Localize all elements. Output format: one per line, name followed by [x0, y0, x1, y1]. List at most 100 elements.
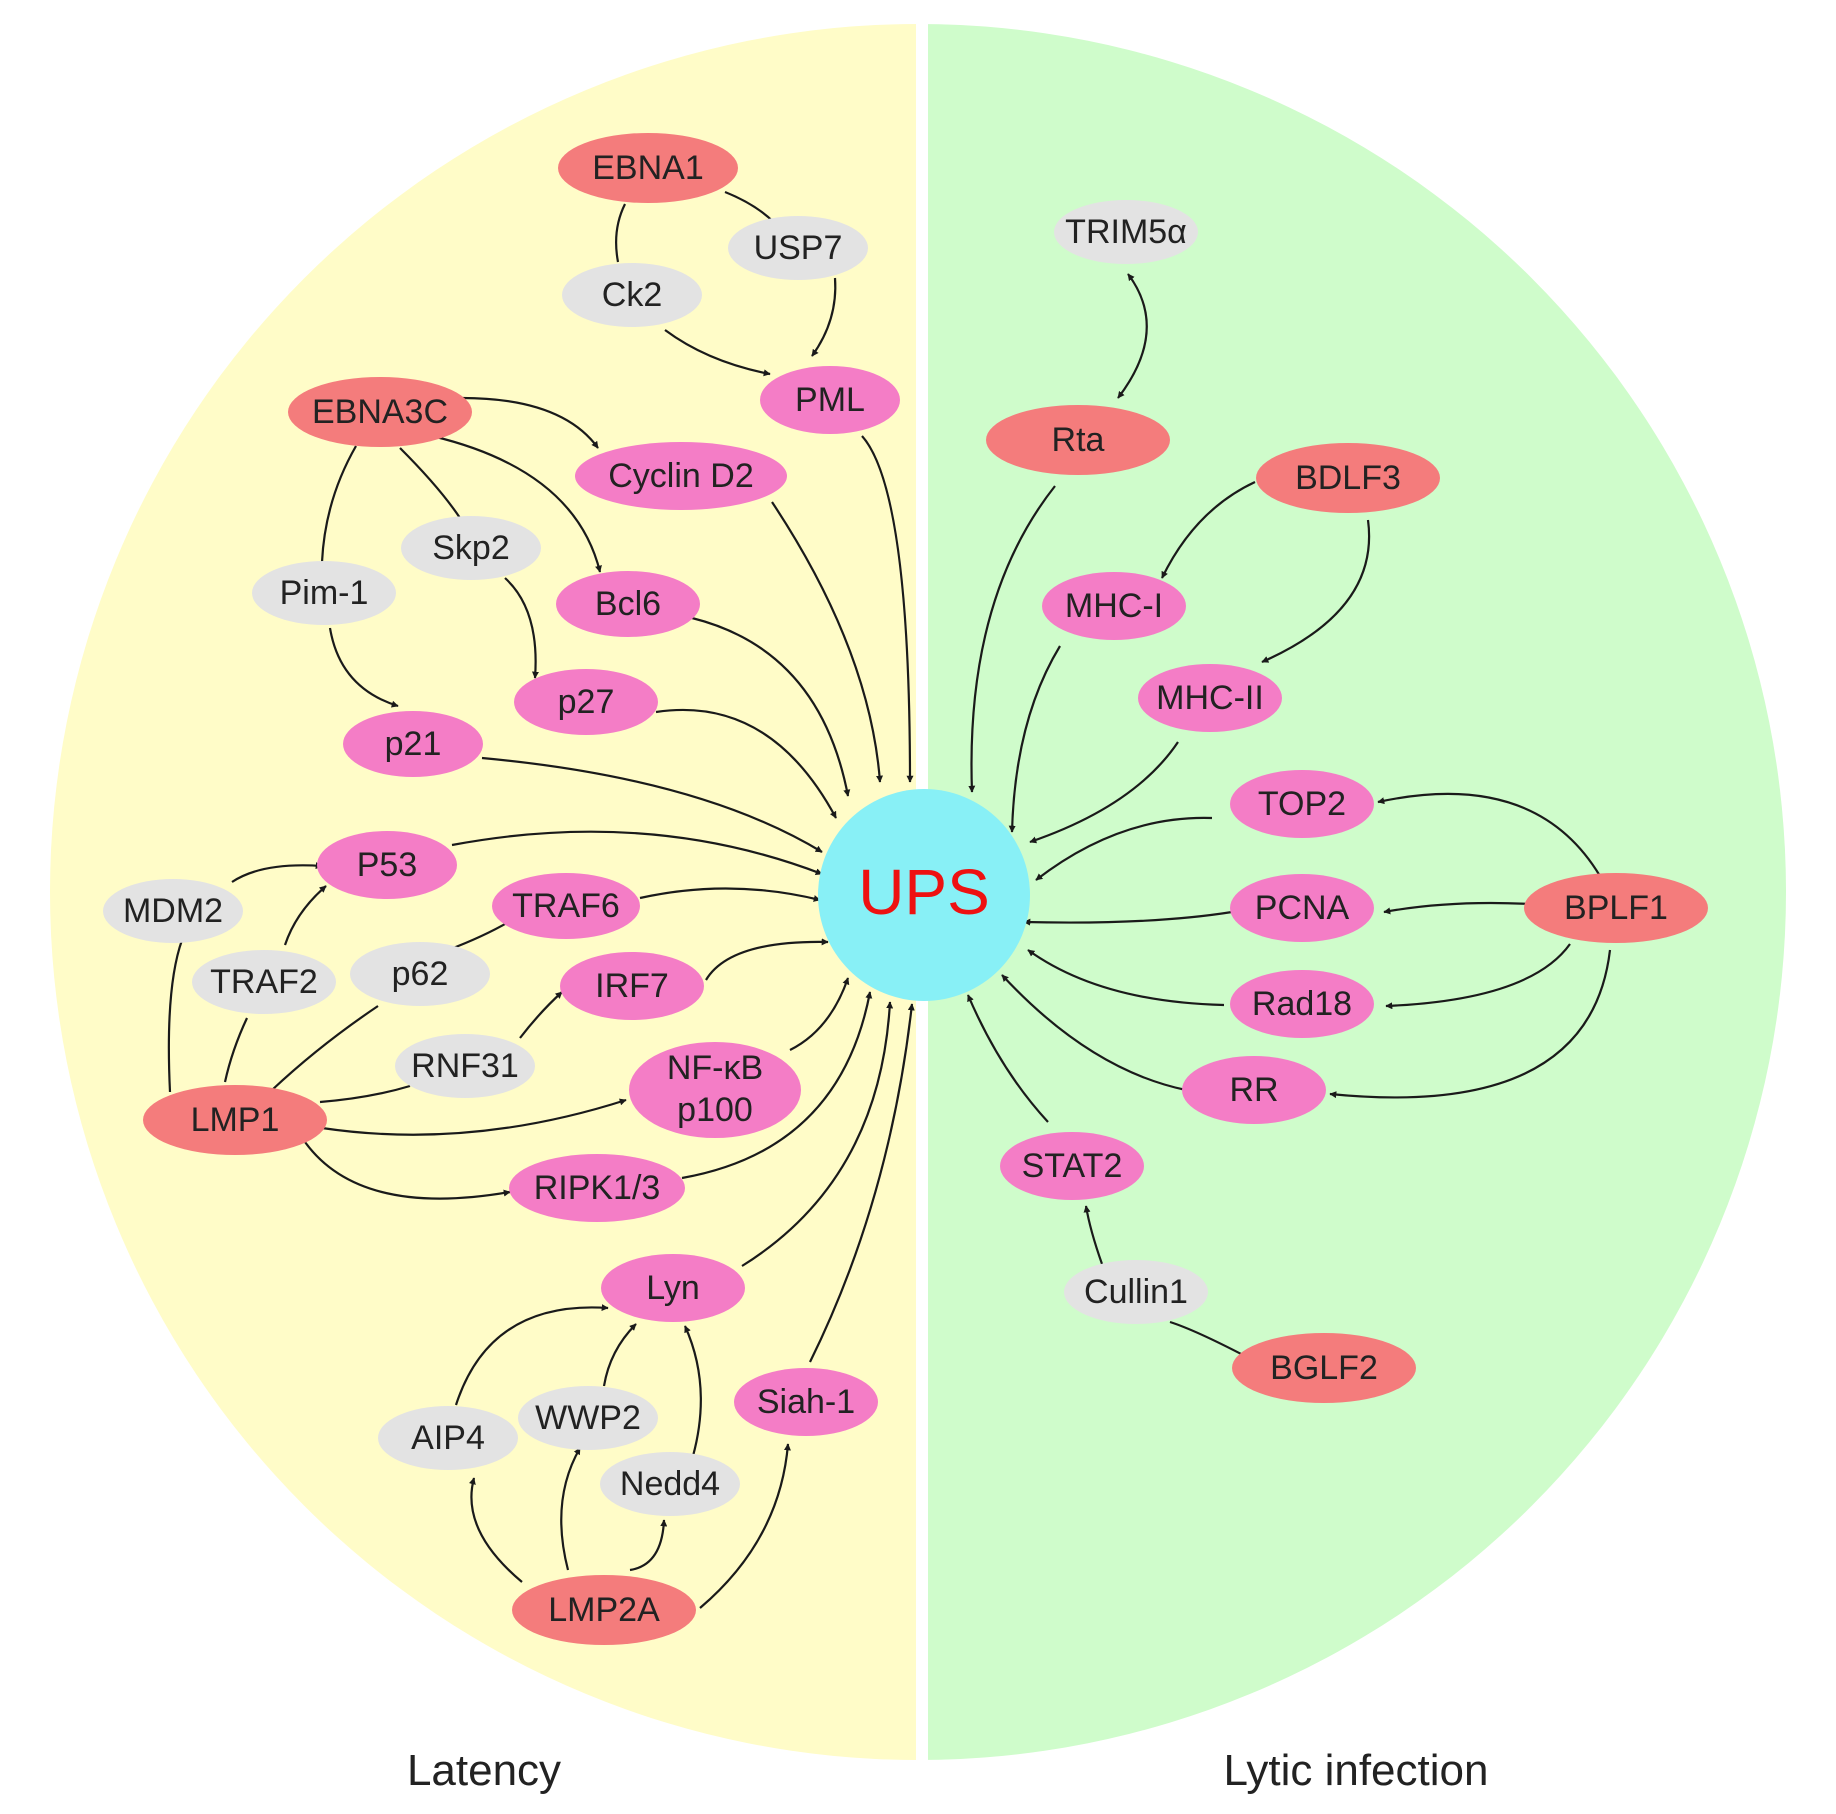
node-label-irf7: IRF7 — [595, 967, 669, 1005]
edge-lmp2a-wwp2 — [560, 1447, 581, 1571]
node-stat2: STAT2 — [1000, 1132, 1144, 1200]
node-ck2-ellipse — [562, 263, 702, 327]
edge-lmp1-p62 — [271, 1005, 379, 1091]
node-rr-ellipse — [1182, 1056, 1326, 1124]
node-nedd4: Nedd4 — [600, 1452, 740, 1516]
ups-circle — [818, 789, 1030, 1001]
node-ebna3c-ellipse — [288, 377, 472, 447]
node-ripk: RIPK1/3 — [509, 1154, 685, 1222]
node-label-lmp2a: LMP2A — [548, 1591, 660, 1629]
edge-lmp1-rnf31 — [319, 1084, 411, 1104]
node-label-p21: p21 — [385, 725, 442, 763]
node-skp2: Skp2 — [401, 516, 541, 580]
node-label-traf6: TRAF6 — [512, 887, 620, 925]
node-label-mhc2: MHC-II — [1156, 679, 1264, 717]
node-label-nfkb-line2: p100 — [677, 1091, 753, 1129]
lytic-infection-label: Lytic infection — [1224, 1746, 1489, 1795]
node-bplf1-ellipse — [1524, 873, 1708, 943]
node-mdm2-ellipse — [103, 879, 243, 943]
node-label-nedd4: Nedd4 — [620, 1465, 720, 1503]
node-lyn: Lyn — [601, 1254, 745, 1322]
edge-rad18-ups — [1027, 949, 1225, 1007]
edge-ebna3c-skp2 — [399, 447, 461, 519]
edge-ebna1-ck2 — [615, 203, 626, 263]
edge-ck2-pml — [664, 329, 771, 377]
edge-stat2-ups — [966, 994, 1049, 1123]
node-label-p53: P53 — [357, 846, 418, 884]
node-rta-ellipse — [986, 405, 1170, 475]
edge-ebna3c-cyclind2 — [461, 396, 599, 449]
node-label-p27: p27 — [558, 683, 615, 721]
node-label-wwp2: WWP2 — [535, 1399, 641, 1437]
edge-ripk-ups — [681, 991, 873, 1180]
edge-cullin1-stat2 — [1083, 1205, 1104, 1265]
node-label-rta: Rta — [1052, 421, 1105, 459]
edge-lmp1-nfkb — [321, 1098, 627, 1136]
node-label-pml: PML — [795, 381, 865, 419]
node-label-lmp1: LMP1 — [191, 1101, 280, 1139]
node-label-bcl6: Bcl6 — [595, 585, 661, 623]
edge-siah1-ups — [809, 1003, 915, 1363]
node-label-top2: TOP2 — [1258, 785, 1346, 823]
latency-label: Latency — [407, 1746, 561, 1795]
node-cyclin-d2: Cyclin D2 — [575, 442, 787, 510]
node-label-bglf2: BGLF2 — [1270, 1349, 1378, 1387]
node-rr: RR — [1182, 1056, 1326, 1124]
edge-p21-ups — [481, 756, 823, 853]
edge-nfkb-ups — [789, 977, 850, 1051]
edge-cyclind2-ups — [771, 501, 884, 783]
ups-label: UPS — [858, 856, 990, 928]
node-usp7: USP7 — [728, 216, 868, 280]
node-label-lyn: Lyn — [646, 1269, 700, 1307]
edge-lmp1-traf2 — [223, 1017, 248, 1083]
node-label-cyclin-d2: Cyclin D2 — [608, 457, 753, 495]
node-label-mhc1: MHC-I — [1065, 587, 1163, 625]
node-pml: PML — [760, 366, 900, 434]
node-label-aip4: AIP4 — [411, 1419, 485, 1457]
node-traf2-ellipse — [192, 950, 336, 1014]
node-skp2-ellipse — [401, 516, 541, 580]
node-lmp1-ellipse — [143, 1085, 327, 1155]
node-rnf31: RNF31 — [395, 1034, 535, 1098]
node-ck2: Ck2 — [562, 263, 702, 327]
edge-bplf1-pcna — [1383, 901, 1531, 915]
node-bcl6: Bcl6 — [556, 571, 700, 637]
node-pml-ellipse — [760, 366, 900, 434]
edge-lmp2a-aip4 — [468, 1477, 523, 1583]
edge-mdm2-p53 — [231, 862, 323, 883]
node-p62: p62 — [350, 942, 490, 1006]
edge-lmp2a-nedd4 — [629, 1519, 668, 1572]
node-rta: Rta — [986, 405, 1170, 475]
node-lmp2a: LMP2A — [512, 1575, 696, 1645]
node-top2-ellipse — [1230, 770, 1374, 838]
node-p53-ellipse — [317, 831, 457, 899]
node-bglf2-ellipse — [1232, 1333, 1416, 1403]
node-label-skp2: Skp2 — [432, 529, 510, 567]
node-mhc2-ellipse — [1138, 664, 1282, 732]
node-trim5a-ellipse — [1054, 200, 1198, 264]
edge-wwp2-lyn — [602, 1323, 637, 1387]
edge-usp7-pml — [811, 277, 837, 357]
edge-ebna3c-bcl6 — [431, 434, 602, 573]
edge-rnf31-irf7 — [519, 991, 563, 1039]
edge-traf2-p53 — [283, 885, 327, 946]
node-lyn-ellipse — [601, 1254, 745, 1322]
node-ripk-ellipse — [509, 1154, 685, 1222]
edge-rr-ups — [1001, 974, 1187, 1092]
node-traf2: TRAF2 — [192, 950, 336, 1014]
node-cullin1-ellipse — [1064, 1260, 1208, 1324]
node-label-ripk: RIPK1/3 — [534, 1169, 661, 1207]
node-p62-ellipse — [350, 942, 490, 1006]
node-ebna1-ellipse — [558, 133, 738, 203]
node-label-traf2: TRAF2 — [210, 963, 318, 1001]
node-rad18-ellipse — [1230, 970, 1374, 1038]
edge-trim5a-rta — [1117, 273, 1148, 399]
node-pcna-ellipse — [1230, 874, 1374, 942]
edge-lmp1-mdm2 — [167, 939, 184, 1093]
node-pim1: Pim-1 — [252, 561, 396, 625]
edges — [167, 190, 1612, 1609]
edge-rta-ups — [968, 485, 1056, 793]
edge-bdlf3-mhc1 — [1161, 481, 1256, 579]
node-p27-ellipse — [514, 669, 658, 735]
edge-bplf1-rad18 — [1385, 943, 1571, 1010]
